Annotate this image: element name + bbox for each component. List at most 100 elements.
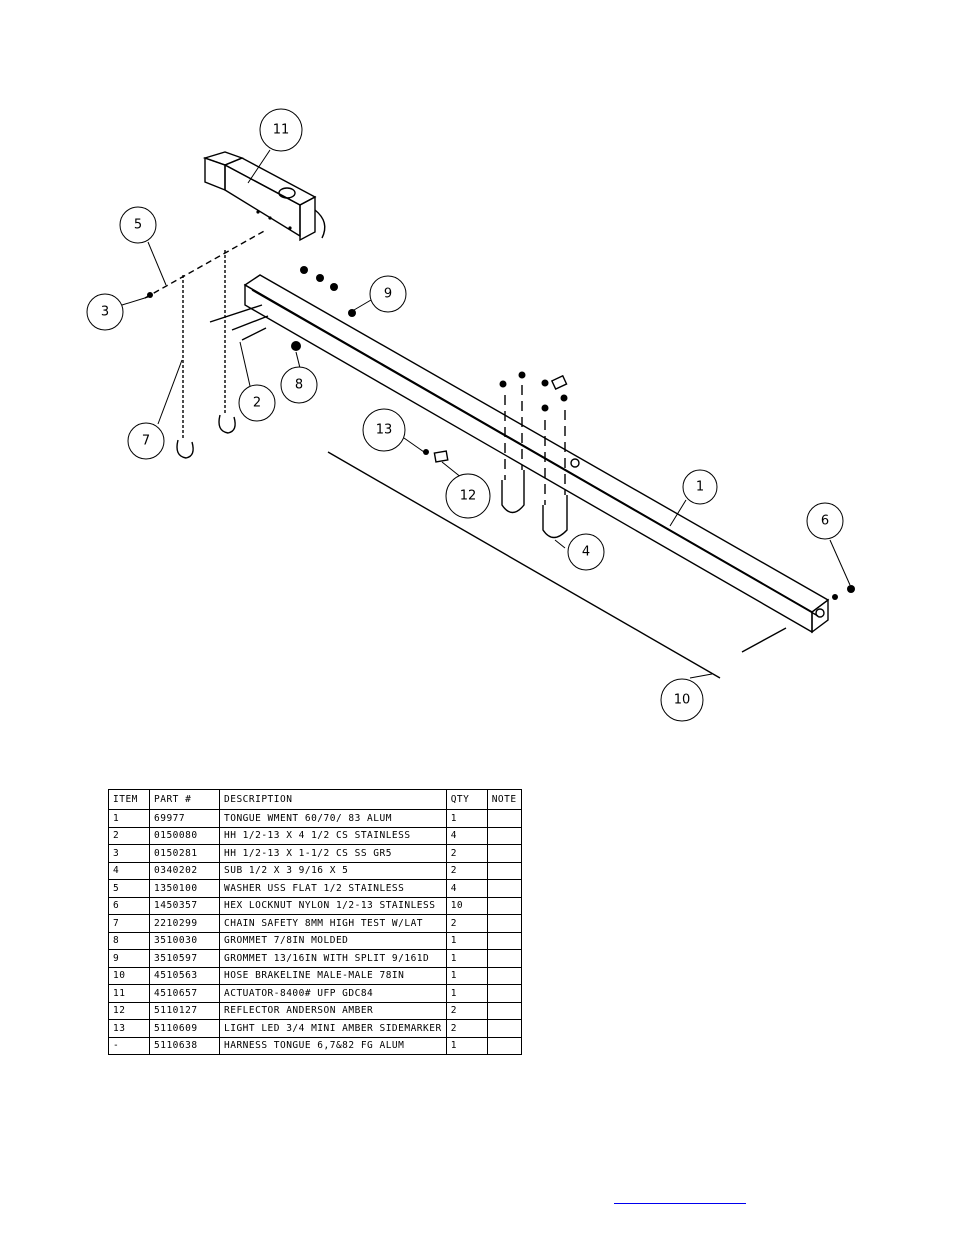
cell-item: 3 bbox=[108, 844, 150, 863]
cell-part-number: 3510030 bbox=[149, 931, 220, 950]
tongue-tube bbox=[243, 274, 830, 634]
cell-item: 2 bbox=[108, 826, 150, 845]
cell-qty: 2 bbox=[445, 861, 488, 880]
cell-description: SUB 1/2 X 3 9/16 X 5 bbox=[219, 861, 447, 880]
svg-text:2: 2 bbox=[253, 396, 261, 411]
cell-item: - bbox=[108, 1036, 150, 1055]
svg-text:8: 8 bbox=[295, 378, 303, 393]
callout-2: 2 bbox=[238, 384, 276, 422]
cell-part-number: 5110638 bbox=[149, 1036, 220, 1055]
cell-description: GROMMET 13/16IN WITH SPLIT 9/161D bbox=[219, 949, 447, 968]
cell-part-number: 5110609 bbox=[149, 1019, 220, 1038]
cell-note bbox=[486, 844, 522, 863]
cell-item: 6 bbox=[108, 896, 150, 915]
cell-qty: 1 bbox=[445, 809, 488, 828]
header-description: DESCRIPTION bbox=[219, 789, 447, 810]
cell-description: GROMMET 7/8IN MOLDED bbox=[219, 931, 447, 950]
cell-note bbox=[486, 826, 522, 845]
header-item: ITEM bbox=[108, 789, 150, 810]
cell-qty: 1 bbox=[445, 949, 488, 968]
svg-text:4: 4 bbox=[582, 545, 590, 560]
svg-text:6: 6 bbox=[821, 514, 829, 529]
svg-text:3: 3 bbox=[101, 305, 109, 320]
cell-qty: 1 bbox=[445, 966, 488, 985]
svg-text:11: 11 bbox=[273, 123, 290, 138]
cell-note bbox=[486, 949, 522, 968]
cell-qty: 2 bbox=[445, 844, 488, 863]
cell-description: ACTUATOR-8400# UFP GDC84 bbox=[219, 984, 447, 1003]
cell-part-number: 1450357 bbox=[149, 896, 220, 915]
cell-description: HH 1/2-13 X 1-1/2 CS SS GR5 bbox=[219, 844, 447, 863]
cell-description: HH 1/2-13 X 4 1/2 CS STAINLESS bbox=[219, 826, 447, 845]
brake-hose bbox=[327, 451, 721, 679]
leader-lines bbox=[121, 149, 851, 679]
cell-qty: 2 bbox=[445, 914, 488, 933]
cell-description: HEX LOCKNUT NYLON 1/2-13 STAINLESS bbox=[219, 896, 447, 915]
cell-qty: 2 bbox=[445, 1019, 488, 1038]
cell-description: HARNESS TONGUE 6,7&82 FG ALUM bbox=[219, 1036, 447, 1055]
callout-6: 6 bbox=[806, 502, 844, 540]
reflectors-and-light bbox=[423, 374, 568, 463]
cell-description: TONGUE WMENT 60/70/ 83 ALUM bbox=[219, 809, 447, 828]
cell-part-number: 2210299 bbox=[149, 914, 220, 933]
svg-text:9: 9 bbox=[384, 287, 392, 302]
cell-qty: 4 bbox=[445, 879, 488, 898]
cell-part-number: 69977 bbox=[149, 809, 220, 828]
callout-11: 11 bbox=[259, 108, 303, 152]
cell-note bbox=[486, 1036, 522, 1055]
cell-item: 4 bbox=[108, 861, 150, 880]
callout-4: 4 bbox=[567, 533, 605, 571]
cell-item: 13 bbox=[108, 1019, 150, 1038]
safety-chains bbox=[144, 229, 267, 459]
cell-item: 12 bbox=[108, 1001, 150, 1020]
cell-note bbox=[486, 1001, 522, 1020]
cell-part-number: 5110127 bbox=[149, 1001, 220, 1020]
cell-note bbox=[486, 861, 522, 880]
callout-10: 10 bbox=[660, 678, 704, 722]
cell-item: 9 bbox=[108, 949, 150, 968]
cell-note bbox=[486, 931, 522, 950]
svg-text:1: 1 bbox=[696, 480, 704, 495]
cell-description: WASHER USS FLAT 1/2 STAINLESS bbox=[219, 879, 447, 898]
cell-qty: 1 bbox=[445, 984, 488, 1003]
cell-part-number: 4510657 bbox=[149, 984, 220, 1003]
cell-item: 10 bbox=[108, 966, 150, 985]
svg-text:13: 13 bbox=[376, 423, 393, 438]
u-bolts bbox=[501, 385, 568, 539]
cell-note bbox=[486, 809, 522, 828]
cell-description: HOSE BRAKELINE MALE-MALE 78IN bbox=[219, 966, 447, 985]
footer-link[interactable] bbox=[614, 1190, 746, 1204]
cell-note bbox=[486, 879, 522, 898]
callout-12: 12 bbox=[445, 473, 491, 519]
svg-text:5: 5 bbox=[134, 218, 142, 233]
cell-item: 5 bbox=[108, 879, 150, 898]
header-note: NOTE bbox=[486, 789, 522, 810]
table-header-row: ITEM PART # DESCRIPTION QTY NOTE bbox=[108, 789, 522, 810]
callout-1: 1 bbox=[682, 469, 718, 505]
callout-7: 7 bbox=[127, 422, 165, 460]
cell-qty: 10 bbox=[445, 896, 488, 915]
cell-note bbox=[486, 966, 522, 985]
cell-part-number: 0340202 bbox=[149, 861, 220, 880]
cell-qty: 4 bbox=[445, 826, 488, 845]
svg-text:10: 10 bbox=[674, 693, 691, 708]
callout-3: 3 bbox=[86, 293, 124, 331]
svg-text:7: 7 bbox=[142, 434, 150, 449]
cell-part-number: 3510597 bbox=[149, 949, 220, 968]
cell-item: 11 bbox=[108, 984, 150, 1003]
cell-note bbox=[486, 984, 522, 1003]
cell-description: REFLECTOR ANDERSON AMBER bbox=[219, 1001, 447, 1020]
cell-qty: 1 bbox=[445, 931, 488, 950]
